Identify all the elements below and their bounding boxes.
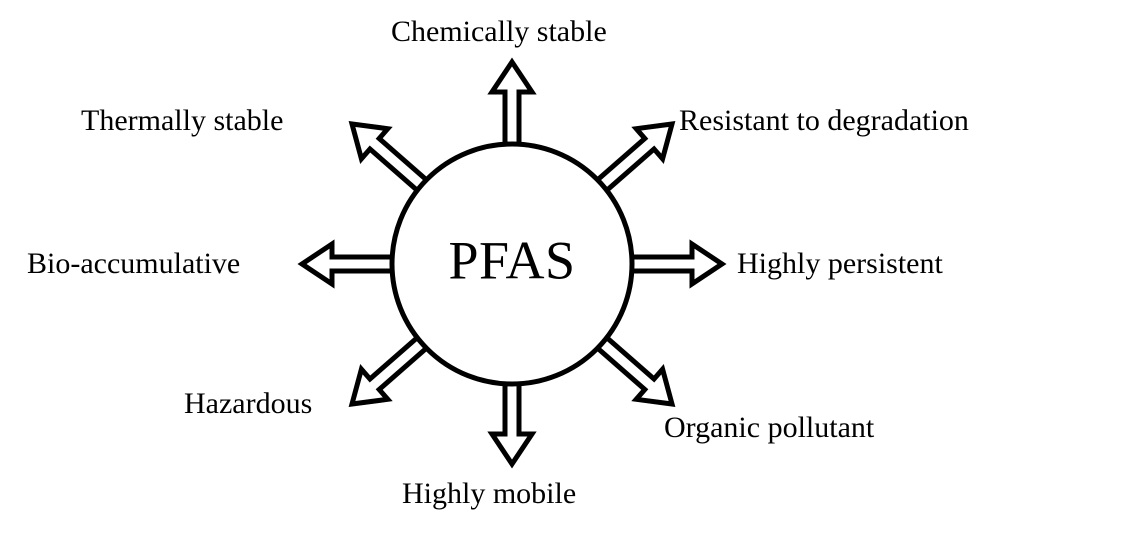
arrow-bio-accumulative <box>297 239 400 289</box>
arrow-layer <box>297 57 727 469</box>
spoke-label-thermally-stable: Thermally stable <box>81 104 284 137</box>
spoke-label-bio-accumulative: Bio-accumulative <box>27 247 241 280</box>
spoke-label-hazardous: Hazardous <box>184 387 313 420</box>
arrow-organic-pollutant <box>590 330 676 407</box>
spoke-label-highly-persistent: Highly persistent <box>737 247 943 280</box>
spoke-label-highly-mobile: Highly mobile <box>402 477 577 510</box>
center-circle <box>389 141 635 387</box>
arrow-highly-mobile <box>487 376 537 469</box>
spoke-label-resistant-to-degradation: Resistant to degradation <box>679 104 969 137</box>
arrow-thermally-stable <box>348 121 434 198</box>
arrow-chemically-stable <box>487 57 537 152</box>
spoke-label-chemically-stable: Chemically stable <box>391 15 607 48</box>
spoke-label-organic-pollutant: Organic pollutant <box>664 411 875 444</box>
arrow-resistant-to-degradation <box>590 121 676 198</box>
center-label: PFAS <box>448 230 575 290</box>
arrow-hazardous <box>348 330 434 407</box>
arrow-highly-persistent <box>624 239 727 289</box>
